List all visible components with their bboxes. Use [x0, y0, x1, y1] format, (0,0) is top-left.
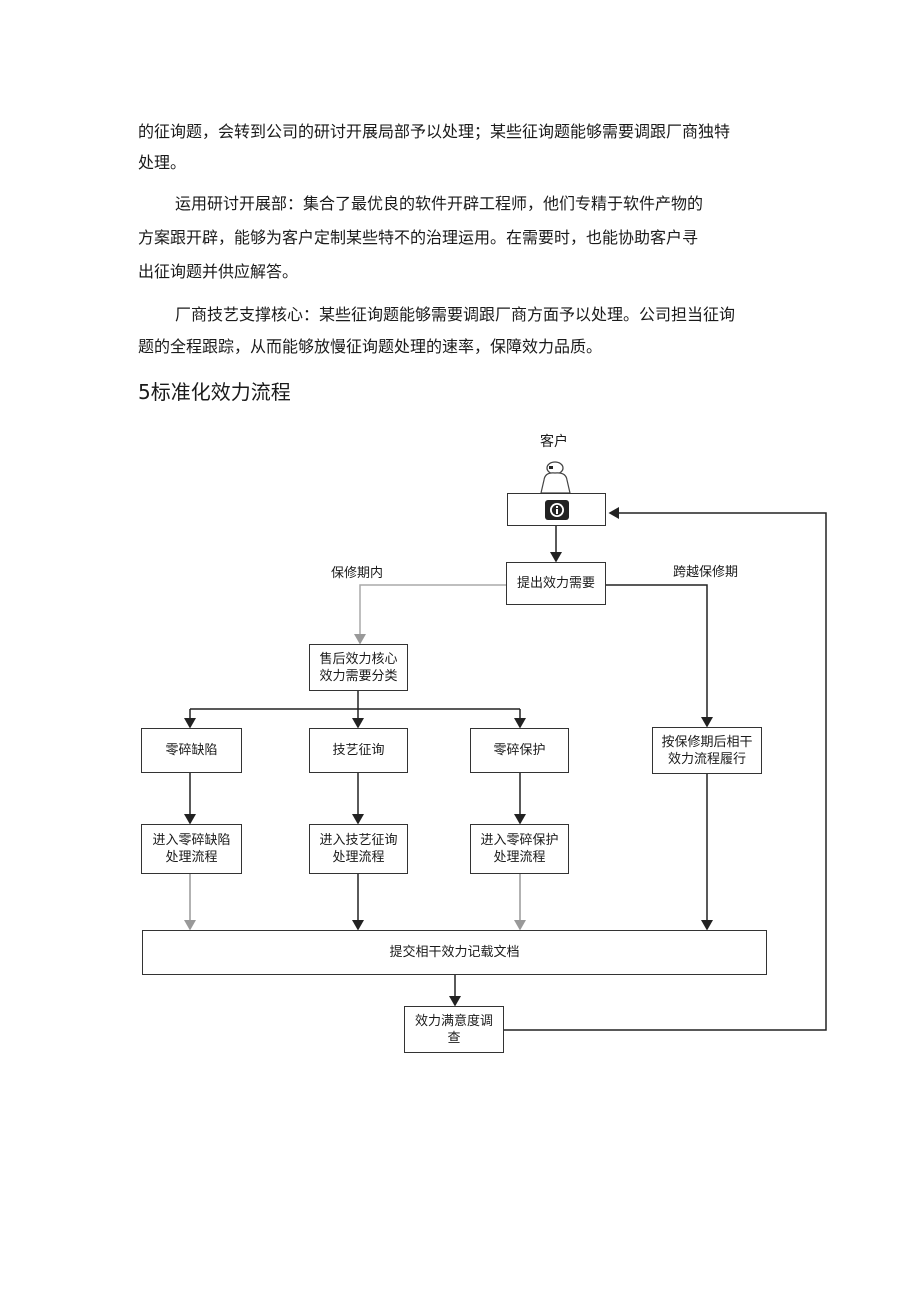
customer-box [507, 493, 606, 526]
paragraph-line: 出征询题并供应解答。 [138, 262, 299, 281]
out-warranty-process-line: 按保修期后相干 [661, 734, 753, 750]
service-center-box: 售后效力核心 效力需要分类 [309, 644, 408, 691]
paragraph-line: 运用研讨开展部：集合了最优良的软件开辟工程师，他们专精于软件产物的 [175, 194, 704, 213]
info-icon [544, 499, 569, 520]
service-center-line: 售后效力核心 [319, 651, 398, 667]
process-line: 进入零碎保护 [480, 833, 559, 848]
process-line: 处理流程 [332, 850, 385, 865]
process-line: 处理流程 [165, 850, 218, 865]
category-box: 零碎缺陷 [141, 728, 242, 773]
process-line: 处理流程 [493, 850, 546, 865]
satisfaction-survey-line: 查 [447, 1030, 461, 1046]
category-box: 零碎保护 [470, 728, 569, 773]
paragraph-line: 题的全程跟踪，从而能够放慢征询题处理的速率，保障效力品质。 [138, 337, 603, 356]
request-box: 提出效力需要 [506, 562, 606, 605]
paragraph-line: 厂商技艺支撑核心：某些征询题能够需要调跟厂商方面予以处理。公司担当征询 [175, 305, 736, 324]
request-label: 提出效力需要 [516, 576, 595, 591]
submit-records-box: 提交相干效力记载文档 [142, 930, 767, 975]
category-label: 零碎保护 [493, 743, 546, 758]
process-box: 进入零碎保护 处理流程 [470, 824, 569, 874]
category-label: 技艺征询 [332, 743, 385, 758]
customer-person-icon [540, 461, 571, 494]
process-line: 进入技艺征询 [319, 833, 398, 848]
process-box: 进入零碎缺陷 处理流程 [141, 824, 242, 874]
section-title: 5标准化效力流程 [138, 380, 291, 404]
satisfaction-survey-box: 效力满意度调 查 [404, 1006, 504, 1053]
category-label: 零碎缺陷 [165, 743, 218, 758]
service-center-line: 效力需要分类 [319, 668, 398, 684]
out-warranty-process-box: 按保修期后相干 效力流程履行 [652, 727, 762, 774]
out-warranty-label: 跨越保修期 [673, 565, 739, 580]
paragraph-line: 方案跟开辟，能够为客户定制某些特不的治理运用。在需要时，也能协助客户寻 [138, 228, 699, 247]
category-box: 技艺征询 [309, 728, 408, 773]
submit-records-label: 提交相干效力记载文档 [389, 945, 520, 960]
paragraph-line: 处理。 [138, 153, 187, 172]
paragraph-line: 的征询题，会转到公司的研讨开展局部予以处理；某些征询题能够需要调跟厂商独特 [138, 122, 731, 141]
in-warranty-label: 保修期内 [331, 566, 384, 581]
process-box: 进入技艺征询 处理流程 [309, 824, 408, 874]
customer-label: 客户 [540, 434, 568, 450]
out-warranty-process-line: 效力流程履行 [667, 751, 746, 767]
satisfaction-survey-line: 效力满意度调 [414, 1013, 493, 1029]
process-line: 进入零碎缺陷 [152, 833, 231, 848]
